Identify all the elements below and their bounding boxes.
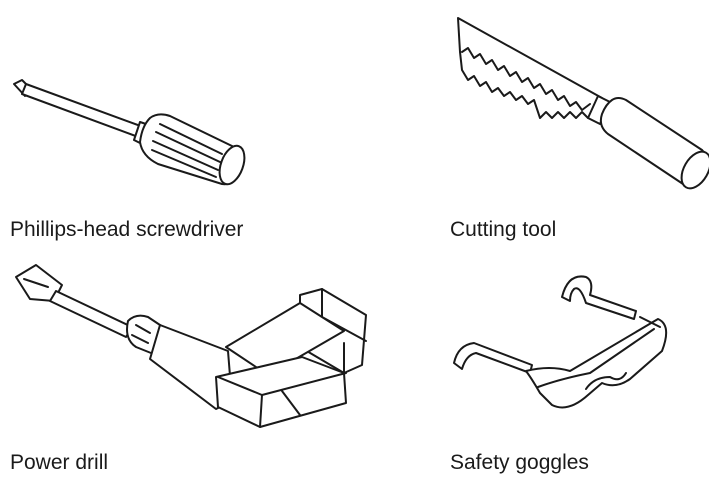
tool-screwdriver: Phillips-head screwdriver	[0, 0, 340, 245]
tool-label: Safety goggles	[450, 451, 589, 474]
tool-safety-goggles: Safety goggles	[440, 255, 709, 490]
tool-cutting-tool: Cutting tool	[440, 0, 709, 245]
drill-icon	[15, 264, 367, 428]
tool-label: Cutting tool	[450, 218, 557, 241]
tool-label: Phillips-head screwdriver	[10, 218, 244, 241]
goggles-icon	[453, 275, 668, 409]
screwdriver-icon	[13, 79, 246, 186]
tool-label: Power drill	[10, 451, 109, 474]
tool-power-drill: Power drill	[0, 255, 380, 490]
saw-icon	[457, 17, 709, 190]
